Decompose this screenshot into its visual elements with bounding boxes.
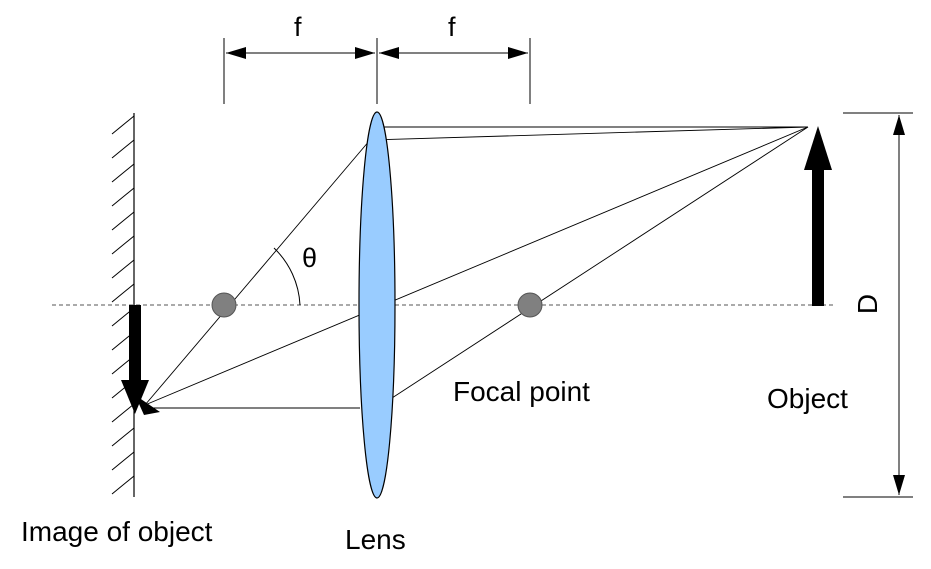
lens-shape: [358, 111, 396, 499]
f-dimension: [223, 38, 531, 104]
lens-label: Lens: [345, 524, 406, 555]
light-rays: [144, 126, 809, 409]
f-label-left: f: [294, 12, 302, 42]
image-of-object-label: Image of object: [21, 516, 213, 547]
theta-label: θ: [302, 243, 318, 273]
focal-point-right: [517, 292, 543, 318]
object-label: Object: [767, 383, 848, 414]
image-arrow: [121, 305, 160, 415]
d-dimension: [843, 112, 913, 498]
focal-point-label: Focal point: [453, 376, 590, 407]
object-arrow: [804, 126, 832, 306]
d-label: D: [852, 293, 884, 315]
focal-point-left: [211, 292, 237, 318]
theta-arc: [273, 247, 301, 306]
f-label-right: f: [448, 12, 456, 42]
